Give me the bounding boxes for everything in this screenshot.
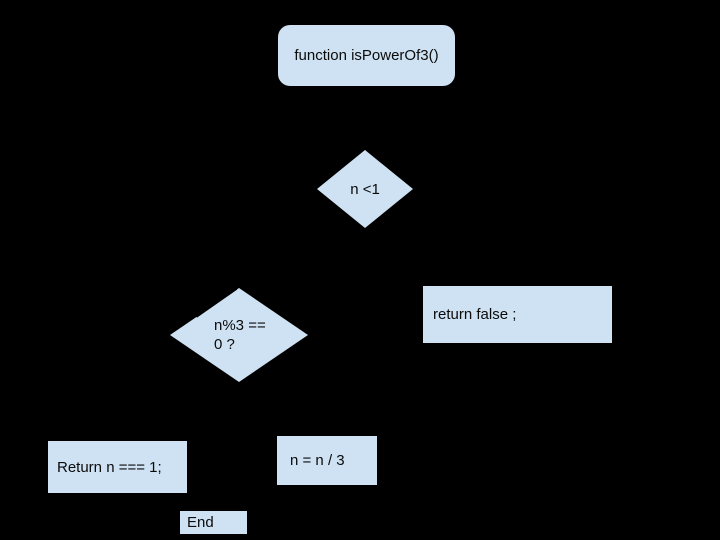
decision-n-mod-3-label-line2: 0 ? <box>214 336 235 353</box>
decision-n-mod-3-label: n%3 == 0 ? <box>214 316 292 354</box>
end-node-label: End <box>187 514 214 531</box>
process-n-div-3-label: n = n / 3 <box>290 452 345 469</box>
decision-n-mod-3-label-line1: n%3 == <box>214 317 266 334</box>
process-n-div-3: n = n / 3 <box>277 436 377 485</box>
process-return-n-equals-1-label: Return n === 1; <box>57 458 162 476</box>
decision-n-lt-1-label: n <1 <box>350 180 380 198</box>
start-node-label: function isPowerOf3() <box>294 47 439 64</box>
process-return-false-label: return false ; <box>433 306 517 323</box>
start-node: function isPowerOf3() <box>278 25 455 86</box>
process-return-false: return false ; <box>423 286 612 343</box>
end-node: End <box>180 511 247 534</box>
decision-n-mod-3: n%3 == 0 ? <box>170 288 308 382</box>
decision-n-lt-1: n <1 <box>317 150 413 228</box>
process-return-n-equals-1: Return n === 1; <box>48 441 187 493</box>
